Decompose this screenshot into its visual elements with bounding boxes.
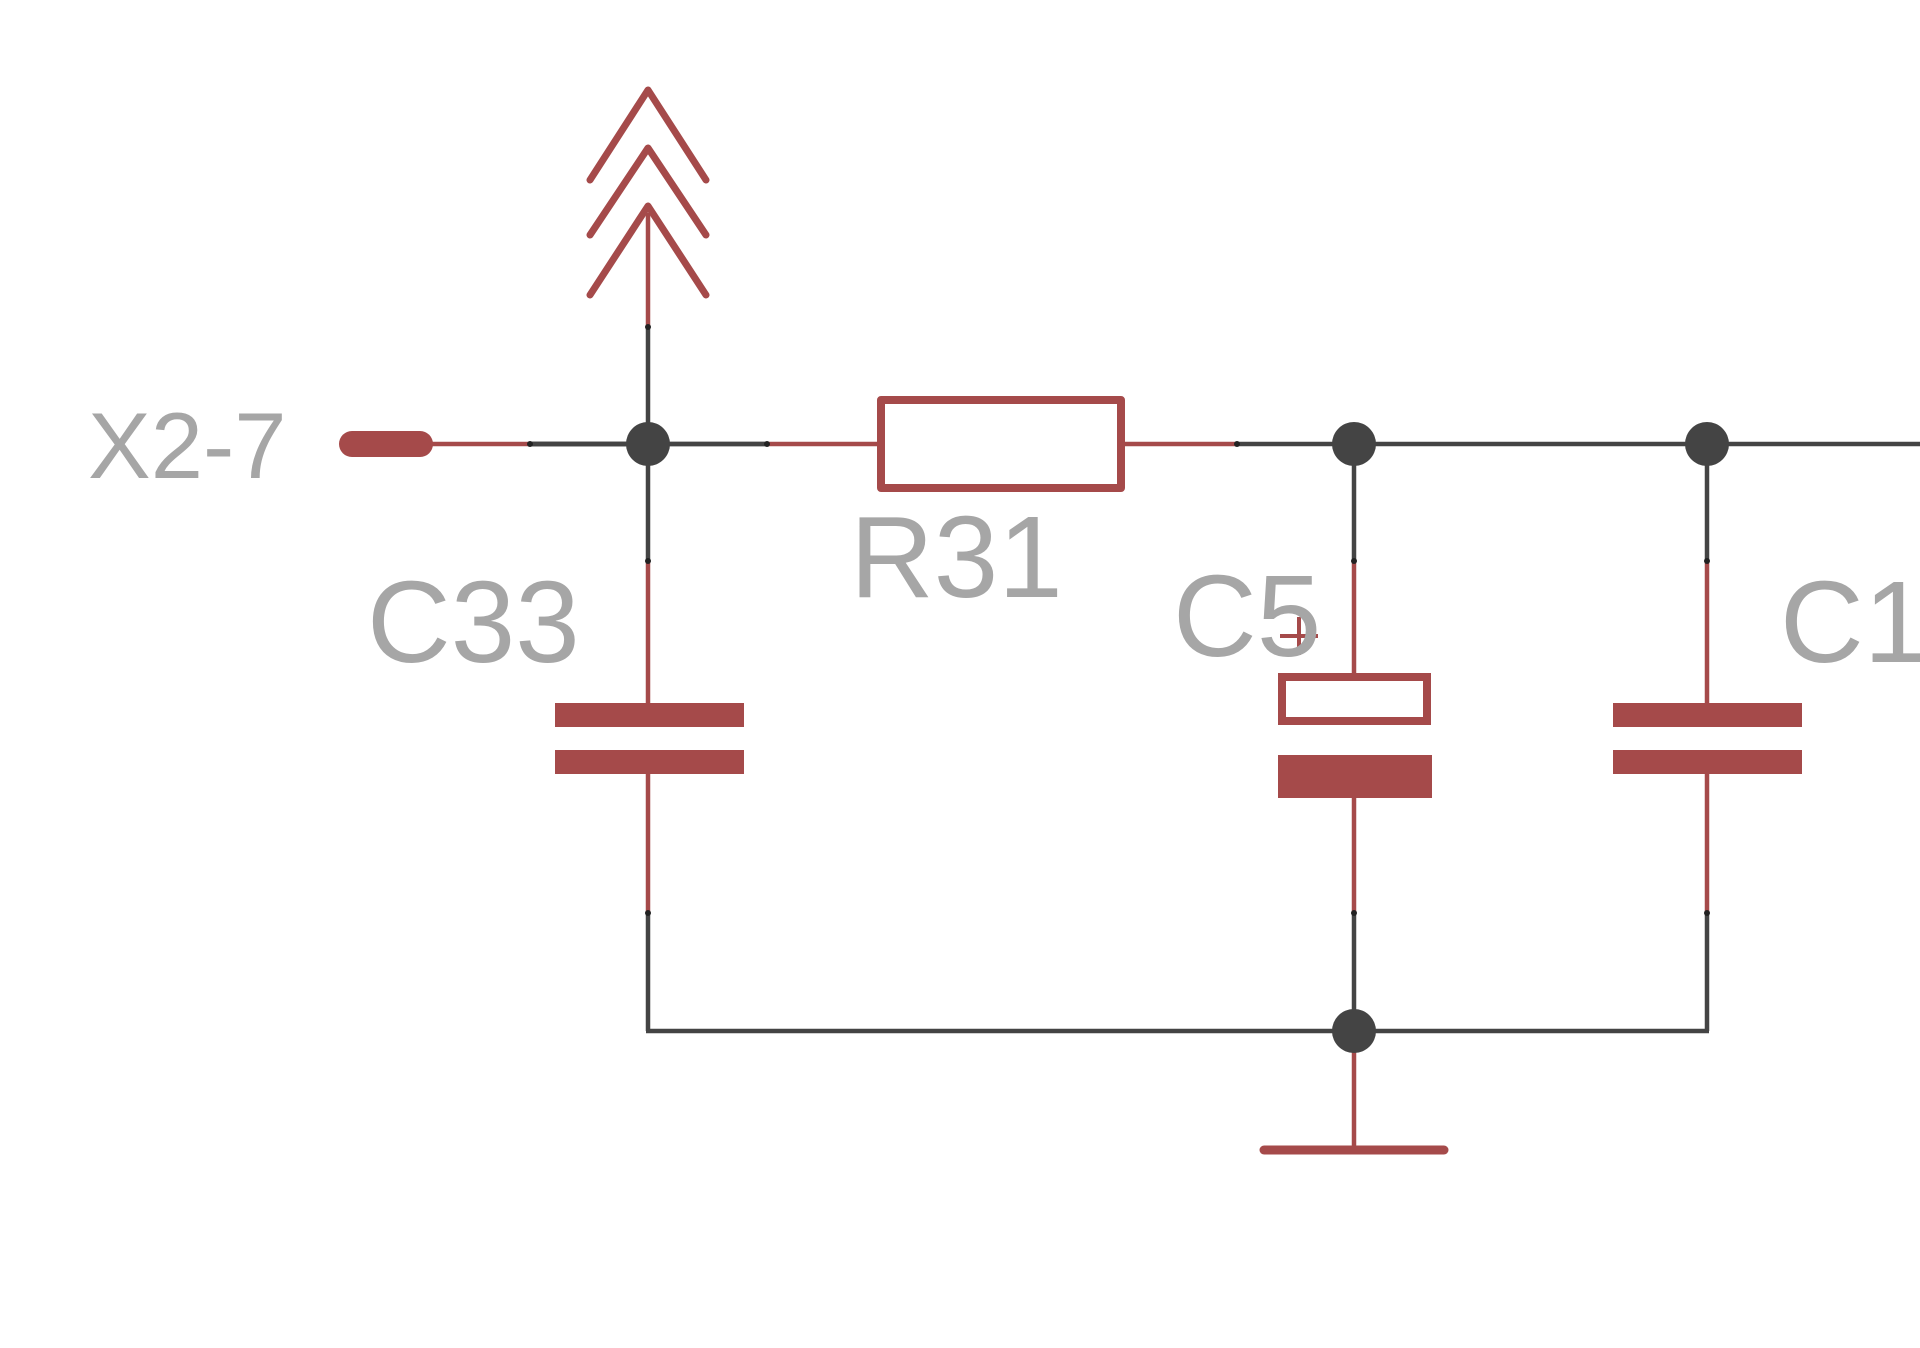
label-c1: C1 [1780,557,1920,687]
junctions [626,422,1729,1053]
junction-left [626,422,670,466]
junction-middle [1332,422,1376,466]
power-supply-icon [586,86,710,299]
polarity-plus-icon [1280,617,1318,655]
capacitor-c33-symbol [555,703,744,774]
label-x2-7: X2-7 [88,393,287,498]
pins [415,213,1710,1148]
resistor-r31-body [877,396,1125,492]
capacitor-c1-symbol [1613,703,1802,774]
junction-bottom [1332,1009,1376,1053]
label-c5: C5 [1173,551,1321,681]
label-c33: C33 [367,557,580,687]
pin-endpoints [527,324,1710,916]
junction-right [1685,422,1729,466]
capacitor-c5-symbol [1278,673,1432,798]
label-r31: R31 [850,492,1063,622]
